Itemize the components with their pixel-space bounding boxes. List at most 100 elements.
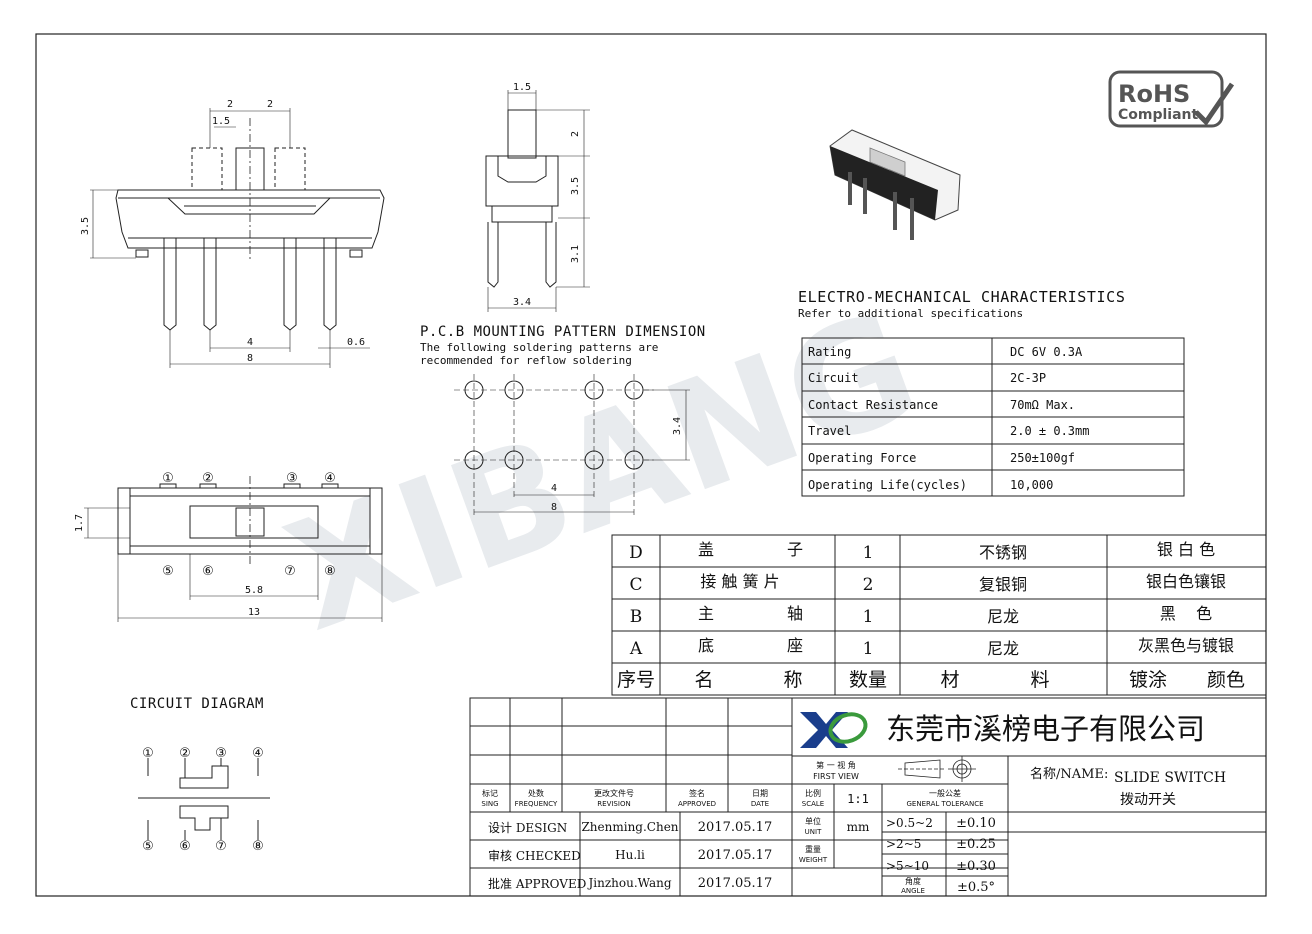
bom-name-d-2: 子 <box>787 540 803 559</box>
unit-en: UNIT <box>805 828 822 836</box>
pcb-title: P.C.B MOUNTING PATTERN DIMENSION <box>420 324 706 340</box>
weight-cn: 重量 <box>805 844 821 854</box>
dim-pcb-pitch: 4 <box>551 483 557 494</box>
spec-label-contact: Contact Resistance <box>808 398 938 412</box>
signoff-name-approved: Jinzhou.Wang <box>586 876 671 890</box>
tol-range-1: >0.5~2 <box>886 816 933 830</box>
circuit-pin-2: ② <box>179 746 191 761</box>
bom-name-c: 接 触 簧 片 <box>700 572 779 591</box>
pin-label-2: ② <box>202 471 214 486</box>
bom-name-b-1: 主 <box>698 604 714 623</box>
bom-material-c: 复银铜 <box>979 575 1027 594</box>
specs-title: ELECTRO-MECHANICAL CHARACTERISTICS <box>798 288 1125 306</box>
front-view <box>90 108 385 368</box>
dim-top-height: 1.7 <box>74 514 85 532</box>
dim-front-top-b: 2 <box>267 99 273 110</box>
circuit-diagram <box>138 758 270 840</box>
bom-finish-d: 银 白 色 <box>1157 540 1215 559</box>
dim-front-height: 3.5 <box>80 217 91 235</box>
spec-label-travel: Travel <box>808 424 851 438</box>
rev-header-sing-en: SING <box>481 800 498 808</box>
scale-value: 1:1 <box>847 792 869 806</box>
dim-top-slot: 5.8 <box>245 585 263 596</box>
rev-header-rev-en: REVISION <box>597 800 630 808</box>
circuit-pin-5: ⑤ <box>142 839 154 854</box>
tol-value-angle: ±0.5° <box>957 880 995 895</box>
dim-pcb-span: 8 <box>551 502 557 513</box>
tol-value-1: ±0.10 <box>956 816 996 831</box>
unit-value: mm <box>847 820 870 834</box>
scale-cn: 比例 <box>805 788 821 798</box>
bom-header-finish-1: 镀涂 <box>1129 669 1167 691</box>
rev-header-sing-cn: 标记 <box>482 788 498 798</box>
tol-range-2: >2~5 <box>886 837 921 851</box>
circuit-pin-6: ⑥ <box>179 839 191 854</box>
projection-symbol <box>898 756 976 782</box>
spec-value-contact: 70mΩ Max. <box>1010 398 1075 412</box>
spec-value-force: 250±100gf <box>1010 451 1075 465</box>
spec-label-life: Operating Life(cycles) <box>808 478 967 492</box>
bom-header-finish-2: 颜色 <box>1207 669 1245 691</box>
pin-label-4: ④ <box>324 471 336 486</box>
pin-label-5: ⑤ <box>162 564 174 579</box>
bom-id-d: D <box>629 543 643 563</box>
bom-header-qty: 数量 <box>849 669 887 691</box>
signoff-role-approved: 批准 APPROVED <box>488 876 586 891</box>
dim-side-width: 3.4 <box>513 297 531 308</box>
dim-side-a: 2 <box>570 131 581 137</box>
circuit-pin-1: ① <box>142 746 154 761</box>
spec-label-rating: Rating <box>808 345 851 359</box>
dim-front-top-a: 2 <box>227 99 233 110</box>
scale-en: SCALE <box>802 800 824 808</box>
pcb-pattern <box>454 374 690 516</box>
tol-value-2: ±0.25 <box>956 837 996 852</box>
spec-value-life: 10,000 <box>1010 478 1053 492</box>
bom-qty-a: 1 <box>863 639 874 659</box>
dim-side-c: 3.1 <box>570 245 581 263</box>
product-illustration <box>829 129 961 240</box>
pin-label-8: ⑧ <box>324 564 336 579</box>
bom-finish-c: 银白色镶银 <box>1146 572 1226 591</box>
pin-label-3: ③ <box>286 471 298 486</box>
tolerance-cn: 一般公差 <box>929 788 961 798</box>
rohs-line-1: RoHS <box>1118 80 1190 108</box>
tol-angle-en: ANGLE <box>901 887 925 895</box>
dim-pcb-height: 3.4 <box>672 417 683 435</box>
spec-value-travel: 2.0 ± 0.3mm <box>1010 424 1089 438</box>
unit-cn: 单位 <box>805 816 821 826</box>
bom-material-d: 不锈钢 <box>979 543 1027 562</box>
company-name: 东莞市溪榜电子有限公司 <box>886 712 1205 746</box>
rohs-badge <box>1108 70 1235 128</box>
side-view <box>485 90 590 312</box>
bom-material-a: 尼龙 <box>987 639 1019 658</box>
bom-table <box>611 534 1267 696</box>
rev-header-date-cn: 日期 <box>752 789 768 798</box>
dim-side-top: 1.5 <box>513 82 531 93</box>
circuit-pin-7: ⑦ <box>215 839 227 854</box>
bom-id-a: A <box>629 639 643 659</box>
rohs-line-2: Compliant <box>1118 107 1199 123</box>
pcb-note-1: The following soldering patterns are <box>420 341 658 354</box>
circuit-pin-4: ④ <box>252 746 264 761</box>
circuit-pin-3: ③ <box>215 746 227 761</box>
bom-qty-c: 2 <box>863 575 874 595</box>
bom-name-a-1: 底 <box>698 636 714 655</box>
tol-value-3: ±0.30 <box>956 859 996 874</box>
tol-range-3: >5~10 <box>886 859 929 873</box>
bom-header-material-2: 料 <box>1030 669 1049 691</box>
rev-header-appr-en: APPROVED <box>678 800 716 808</box>
pin-label-6: ⑥ <box>202 564 214 579</box>
name-label: 名称/NAME: <box>1030 766 1108 782</box>
signoff-role-design: 设计 DESIGN <box>488 821 567 835</box>
company-logo <box>800 712 868 748</box>
dim-front-span: 8 <box>247 353 253 364</box>
view-en: FIRST VIEW <box>813 772 859 781</box>
bom-material-b: 尼龙 <box>987 607 1019 626</box>
rev-header-rev-cn: 更改文件号 <box>594 788 634 798</box>
bom-header-id: 序号 <box>617 669 655 691</box>
bom-id-b: B <box>630 607 643 627</box>
bom-qty-d: 1 <box>863 543 874 563</box>
bom-name-a-2: 座 <box>787 636 803 655</box>
bom-finish-b: 黑 色 <box>1160 604 1212 623</box>
